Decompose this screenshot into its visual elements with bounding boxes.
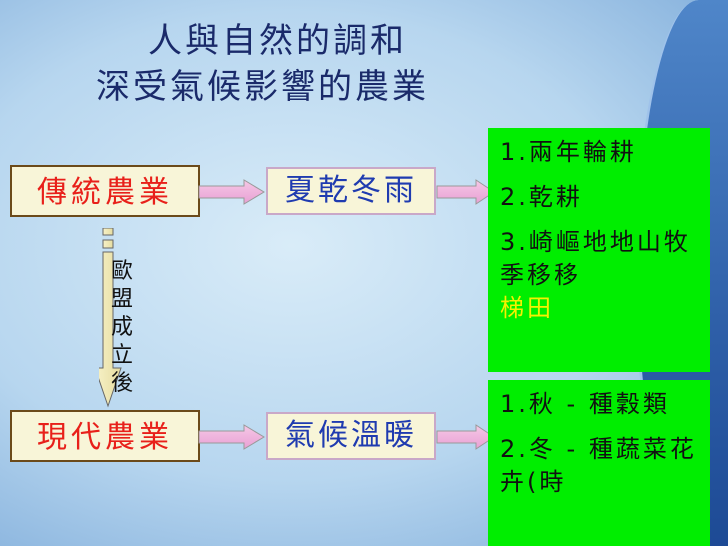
terrace-highlight: 梯田 [500,294,554,322]
transition-char: 後 [110,371,133,396]
modern-agriculture-box: 現代農業 [10,410,200,462]
traditional-item-2: 2.乾耕 [500,183,583,211]
climate-label-modern: 氣候溫暖 [285,418,417,453]
arrow-right-icon [198,179,265,205]
arrow-down-icon [99,228,122,408]
climate-label-traditional: 夏乾冬雨 [285,173,417,208]
traditional-item-3: 3.崎嶇地地山牧季移移梯田 [500,228,691,322]
transition-char: 歐 [110,259,133,284]
arrow-right-icon [436,424,495,450]
modern-practices-box: 1.秋 - 種穀類 2.冬 - 種蔬菜花卉(時 [488,380,710,546]
transition-char: 成 [110,315,133,340]
traditional-item-1: 1.兩年輪耕 [500,138,637,166]
modern-item-2: 2.冬 - 種蔬菜花卉(時 [500,435,697,496]
climate-box-traditional: 夏乾冬雨 [266,167,436,215]
title-line-2: 深受氣候影響的農業 [96,67,429,107]
arrow-right-icon [198,424,265,450]
title-line-1: 人與自然的調和 [148,21,407,61]
traditional-agriculture-label: 傳統農業 [37,175,173,210]
climate-box-modern: 氣候溫暖 [266,412,436,460]
traditional-agriculture-box: 傳統農業 [10,165,200,217]
transition-label: 歐 盟 成 立 後 [108,258,136,398]
arrow-right-icon [436,179,495,205]
page-title: 人與自然的調和 深受氣候影響的農業 [96,18,556,110]
transition-char: 立 [110,343,133,368]
modern-item-1: 1.秋 - 種穀類 [500,390,670,418]
transition-char: 盟 [110,287,133,312]
traditional-practices-box: 1.兩年輪耕 2.乾耕 3.崎嶇地地山牧季移移梯田 [488,128,710,372]
modern-agriculture-label: 現代農業 [37,420,173,455]
